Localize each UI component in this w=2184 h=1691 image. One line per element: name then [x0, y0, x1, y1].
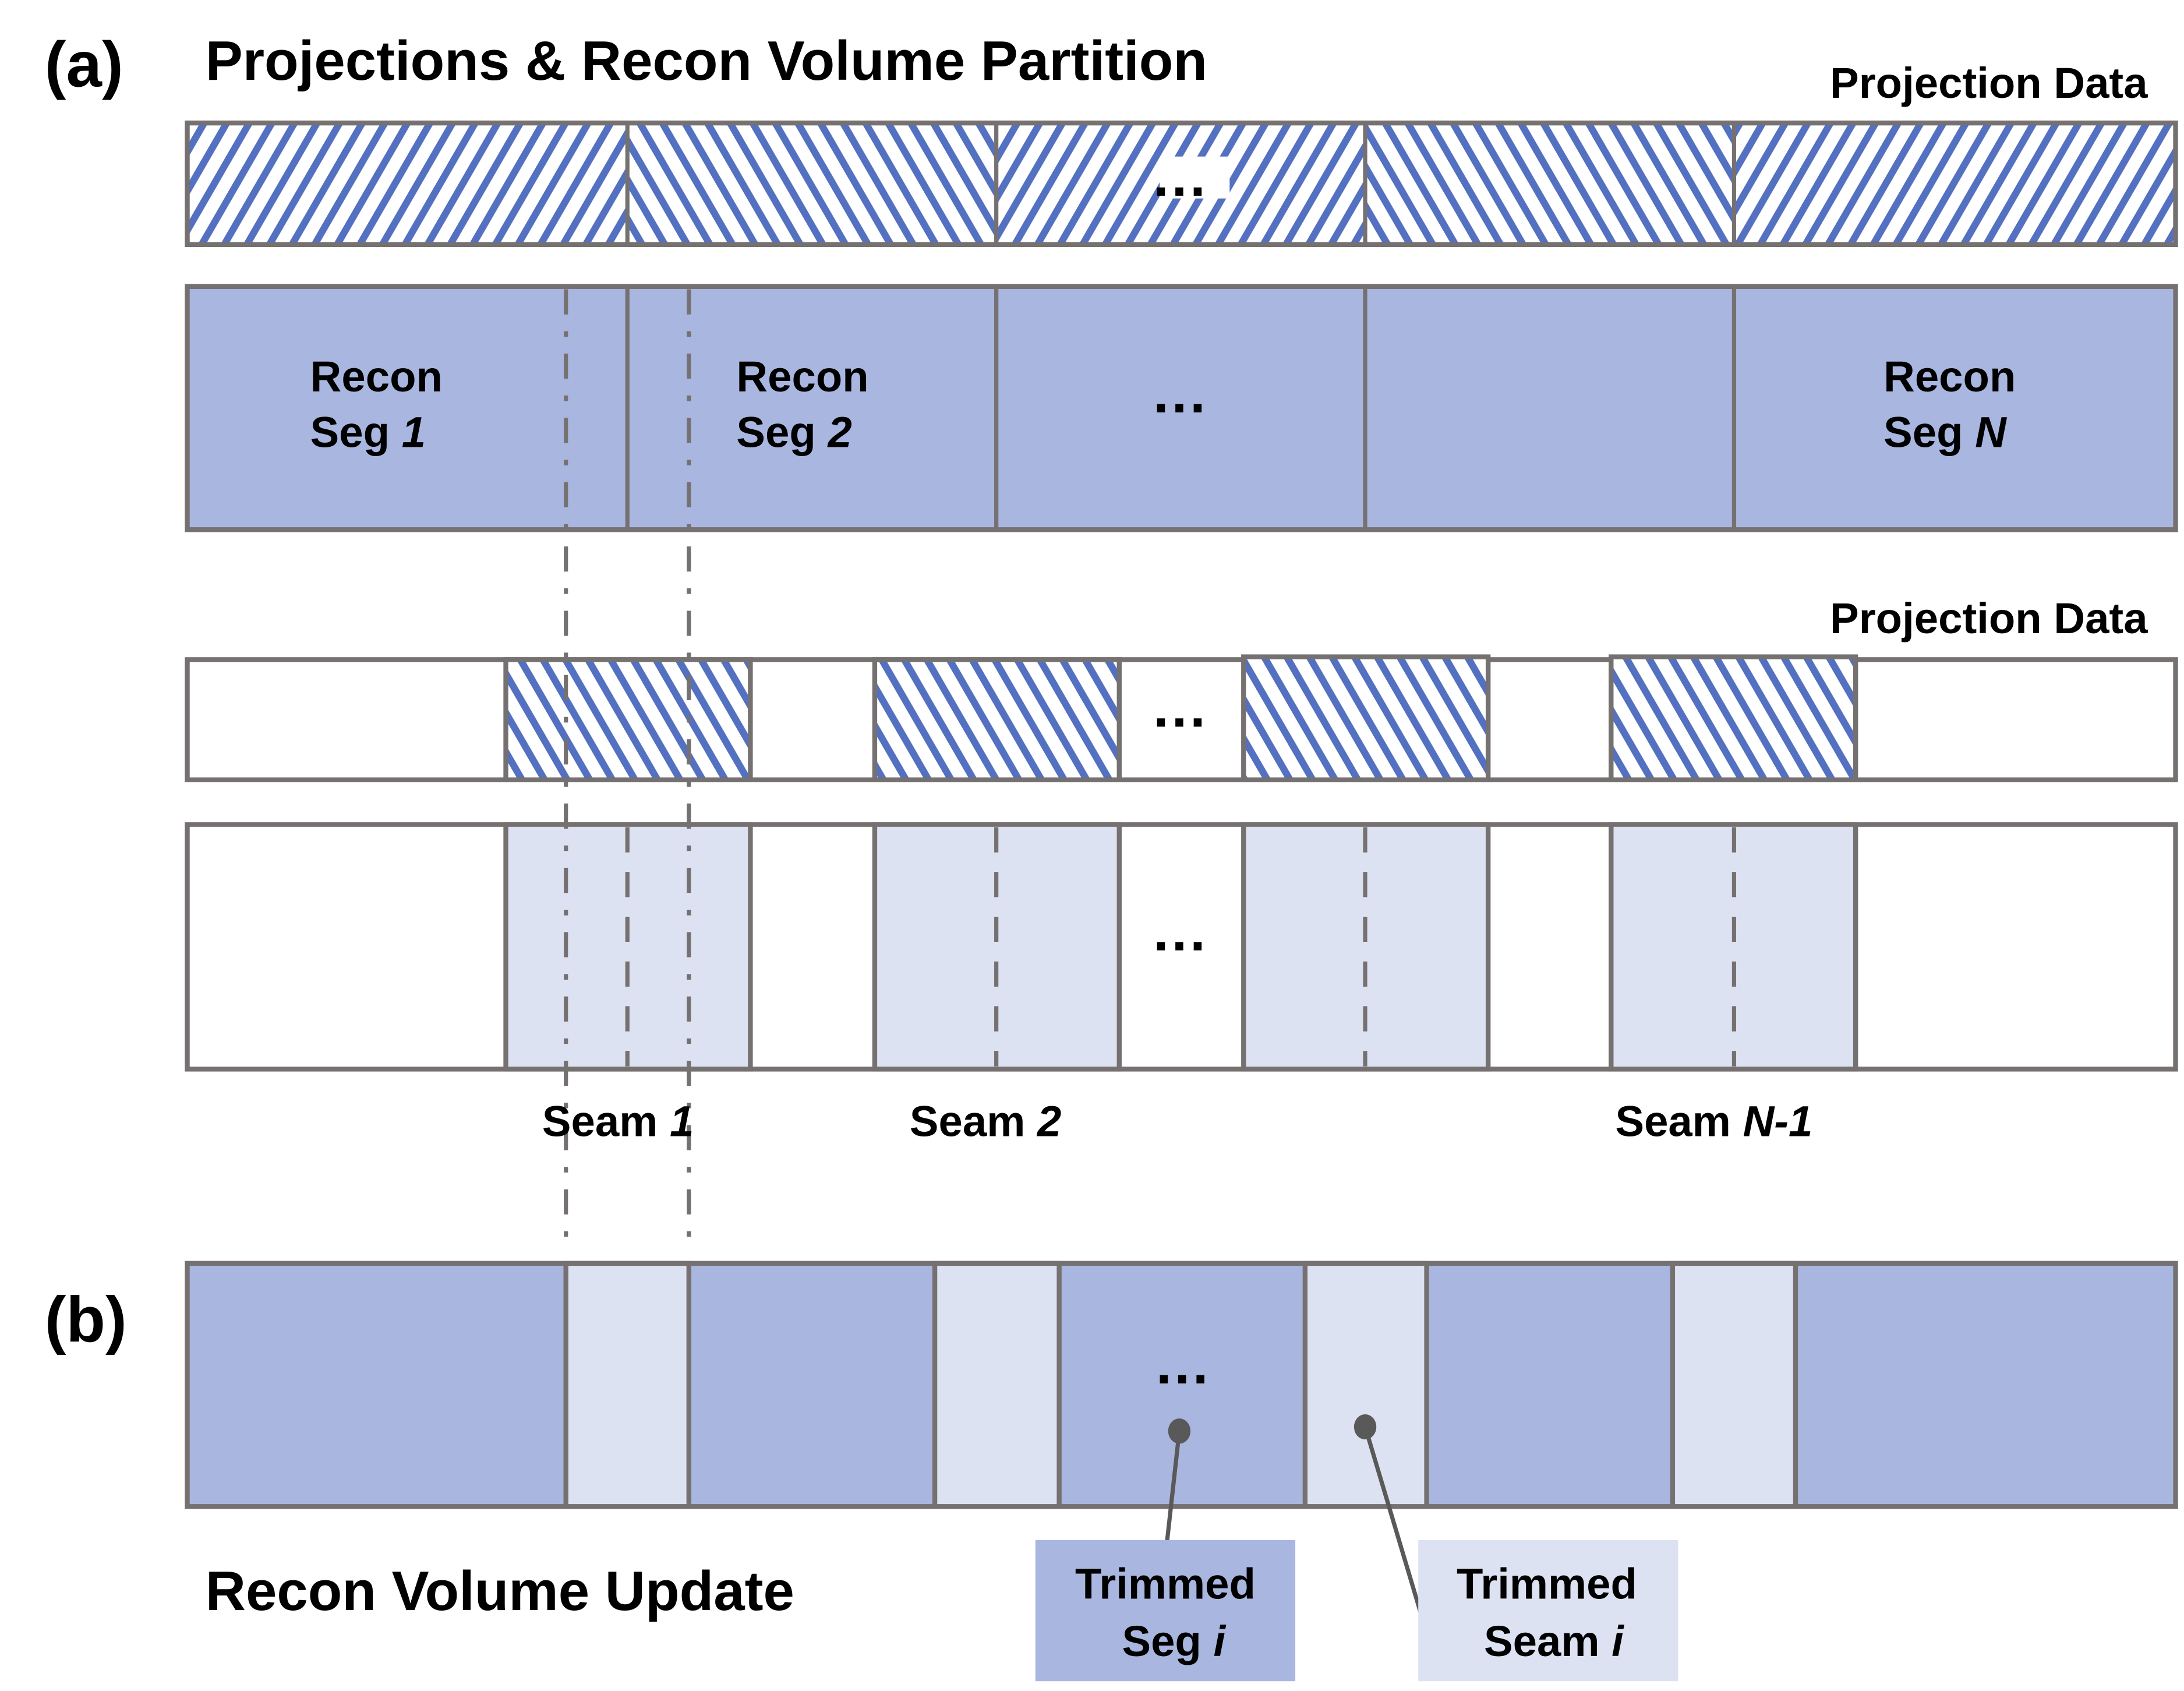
- seam-label-1: Seam 1: [542, 1097, 694, 1146]
- recon-ellipsis: ...: [1153, 362, 1208, 425]
- legend-seg-line1: Trimmed: [1075, 1560, 1256, 1608]
- seam-projection-bar: ...: [185, 654, 2178, 782]
- projection-data-label-top: Projection Data: [1830, 59, 2148, 107]
- recon-seg-1-line1: Recon: [310, 352, 443, 401]
- seg-leader-line: [1164, 1431, 1182, 1545]
- recon-seg-n-line1: Recon: [1883, 352, 2016, 401]
- panel-a-title: Projections & Recon Volume Partition: [206, 30, 1207, 92]
- recon-seg-n-line2: Seg N: [1883, 408, 2007, 457]
- legend-swatch-seam: [1418, 1540, 1678, 1682]
- recon-seg-1: Recon Seg 1: [310, 352, 443, 457]
- seam-label-2: Seam 2: [910, 1097, 1061, 1146]
- recon-bar-outline: [185, 284, 2178, 532]
- seam-volume-bar: ...: [185, 822, 2178, 1072]
- legend-swatch-seg: [1035, 1540, 1296, 1682]
- recon-seg-2: Recon Seg 2: [736, 352, 868, 457]
- legend-seg-line2: Seg i: [1122, 1617, 1226, 1665]
- recon-seg-1-line2: Seg 1: [310, 408, 426, 457]
- seam-volume-4: [1609, 822, 1858, 1072]
- projection-data-label-seam: Projection Data: [1830, 594, 2148, 642]
- trimmed-seam-1: [563, 1261, 692, 1509]
- recon-seg-2-line2: Seg 2: [736, 408, 851, 457]
- recon-volume-update-bar: ...: [185, 1261, 2178, 1509]
- seam-leader-line: [1363, 1426, 1423, 1615]
- seam-volume-1: [503, 822, 753, 1072]
- ellipsis: ...: [1153, 146, 1208, 208]
- update-ellipsis: ...: [1156, 1333, 1211, 1396]
- seam-projection-block-1: [503, 657, 753, 782]
- recon-seg-n: Recon Seg N: [1883, 352, 2016, 457]
- projection-data-bar: ...: [185, 120, 2178, 248]
- recon-seg-2-line1: Recon: [736, 352, 868, 401]
- update-bar-outline: [185, 1261, 2178, 1509]
- legend-trimmed-seam: Trimmed Seam i: [1418, 1540, 1678, 1682]
- projection-block-5: [1734, 123, 2176, 245]
- projection-bar-outline: [185, 120, 2178, 248]
- legend-seam-line1: Trimmed: [1457, 1560, 1637, 1608]
- seam-volume-ellipsis: ...: [1153, 900, 1208, 962]
- seam-projection-block-2: [872, 657, 1122, 782]
- trimmed-seam-2: [932, 1261, 1062, 1509]
- seam-projection-block-4: [1609, 654, 1858, 782]
- ellipsis-bg: [1160, 156, 1230, 199]
- projection-block-1: [187, 123, 628, 245]
- seam-projection-block-3: [1241, 654, 1491, 782]
- panel-b-title: Recon Volume Update: [206, 1560, 794, 1622]
- projection-block-2: [627, 123, 996, 245]
- legend-seam-line2: Seam i: [1484, 1617, 1624, 1665]
- panel-b-label: (b): [45, 1284, 127, 1355]
- trimmed-seam-4: [1670, 1261, 1798, 1509]
- legend-trimmed-seg: Trimmed Seg i: [1035, 1540, 1296, 1682]
- projection-block-4: [1365, 123, 1734, 245]
- panel-a-label: (a): [45, 29, 123, 101]
- seam-projection-ellipsis: ...: [1153, 677, 1208, 739]
- trimmed-seam-3: [1302, 1261, 1429, 1509]
- seam-label-n-1: Seam N-1: [1615, 1097, 1812, 1146]
- seam-volume-2: [872, 822, 1122, 1072]
- seam-volume-3: [1241, 822, 1491, 1072]
- recon-segments-bar: Recon Seg 1 Recon Seg 2 ... Recon Seg N: [185, 284, 2178, 532]
